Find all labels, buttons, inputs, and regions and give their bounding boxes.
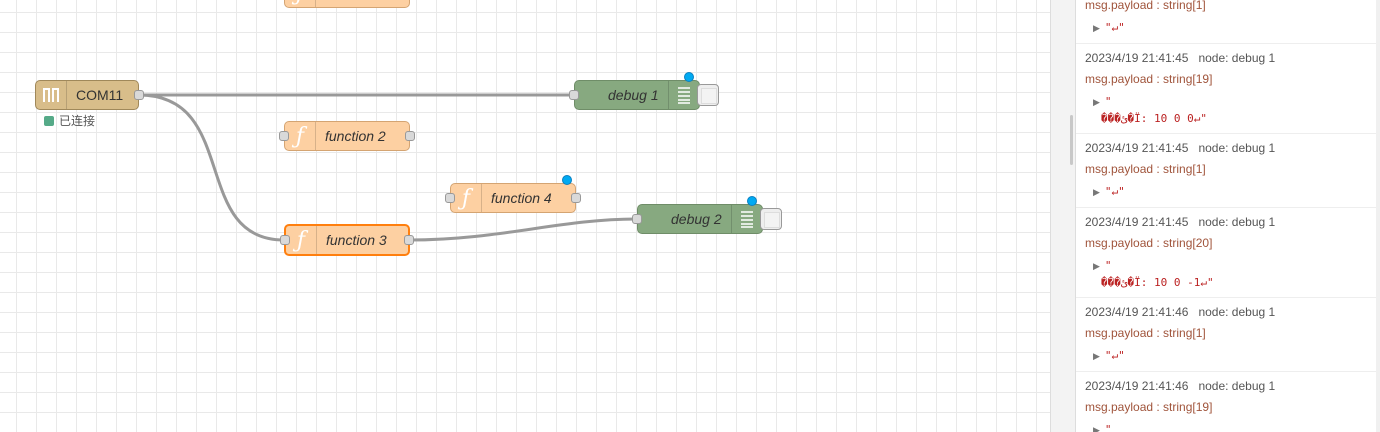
debug-message: 2023/4/19 21:41:45 node: debug 1 msg.payl…: [1076, 134, 1380, 208]
message-timestamp: 2023/4/19 21:41:46: [1085, 379, 1189, 393]
input-port[interactable]: [279, 131, 289, 141]
flow-workspace[interactable]: ƒ COM11 已连接 ƒ function 2 ƒ function 4 ƒ …: [0, 0, 1050, 432]
debug-list-icon: [668, 81, 699, 109]
debug-message: 2023/4/19 21:41:46 node: debug 1 msg.payl…: [1076, 372, 1380, 432]
debug-message-list: msg.payload : string[1] ▶"↵" 2023/4/19 2…: [1076, 0, 1380, 432]
expand-arrow-icon[interactable]: ▶: [1093, 24, 1100, 34]
message-meta: 2023/4/19 21:41:46 node: debug 1: [1085, 378, 1372, 394]
debug-1-toggle-button[interactable]: [697, 84, 719, 106]
debug-message: msg.payload : string[1] ▶"↵": [1076, 0, 1380, 44]
sidebar-scrollbar[interactable]: [1376, 0, 1380, 432]
serial-port-icon: [36, 81, 67, 109]
message-timestamp: 2023/4/19 21:41:45: [1085, 215, 1189, 229]
changed-indicator-icon: [684, 72, 694, 82]
status-text: 已连接: [59, 114, 96, 128]
expand-arrow-icon[interactable]: ▶: [1093, 98, 1100, 108]
changed-indicator-icon: [562, 175, 572, 185]
function-icon: ƒ: [286, 226, 317, 254]
input-port[interactable]: [569, 90, 579, 100]
message-node-link[interactable]: node: debug 1: [1198, 215, 1276, 229]
debug-2-toggle-button[interactable]: [760, 208, 782, 230]
function-icon: ƒ: [285, 0, 316, 7]
message-value[interactable]: ▶"���ئ�Ï: 10 0 0↵": [1093, 95, 1207, 125]
message-node-link[interactable]: node: debug 1: [1198, 305, 1276, 319]
debug-node-2[interactable]: debug 2: [632, 196, 763, 234]
debug-sidebar: msg.payload : string[1] ▶"↵" 2023/4/19 2…: [1076, 0, 1380, 432]
message-value[interactable]: ▶"↵": [1093, 185, 1125, 198]
message-path: msg.payload : string[1]: [1085, 326, 1206, 340]
serial-node-label: COM11: [76, 87, 124, 103]
message-path: msg.payload : string[1]: [1085, 0, 1206, 12]
output-port[interactable]: [571, 193, 581, 203]
message-value[interactable]: ▶"↵": [1093, 349, 1125, 362]
debug-node-label: debug 2: [671, 211, 722, 227]
function-node-partial[interactable]: ƒ: [284, 0, 410, 8]
function-node-4[interactable]: ƒ function 4: [445, 175, 581, 213]
message-timestamp: 2023/4/19 21:41:46: [1085, 305, 1189, 319]
function-node-3[interactable]: ƒ function 3: [280, 224, 414, 256]
message-node-link[interactable]: node: debug 1: [1198, 379, 1276, 393]
input-port[interactable]: [632, 214, 642, 224]
serial-node-com11[interactable]: COM11: [35, 80, 144, 110]
expand-arrow-icon[interactable]: ▶: [1093, 262, 1100, 272]
message-node-link[interactable]: node: debug 1: [1198, 141, 1276, 155]
debug-message: 2023/4/19 21:41:45 node: debug 1 msg.payl…: [1076, 44, 1380, 134]
message-path: msg.payload : string[1]: [1085, 162, 1206, 176]
message-path: msg.payload : string[19]: [1085, 72, 1213, 86]
debug-node-label: debug 1: [608, 87, 659, 103]
expand-arrow-icon[interactable]: ▶: [1093, 426, 1100, 432]
output-port[interactable]: [405, 131, 415, 141]
debug-message: 2023/4/19 21:41:46 node: debug 1 msg.payl…: [1076, 298, 1380, 372]
input-port[interactable]: [445, 193, 455, 203]
function-icon: ƒ: [285, 122, 316, 150]
wire-function3-debug2[interactable]: [408, 217, 638, 242]
changed-indicator-icon: [747, 196, 757, 206]
function-icon: ƒ: [451, 184, 482, 212]
message-path: msg.payload : string[20]: [1085, 236, 1213, 250]
serial-node-status: 已连接: [44, 112, 95, 129]
expand-arrow-icon[interactable]: ▶: [1093, 352, 1100, 362]
message-value[interactable]: ▶"���ئ�Ï: 10 0 -1↵": [1093, 259, 1214, 289]
output-port[interactable]: [134, 90, 144, 100]
message-meta: 2023/4/19 21:41:45 node: debug 1: [1085, 140, 1372, 156]
message-value[interactable]: ▶"↵": [1093, 21, 1125, 34]
message-timestamp: 2023/4/19 21:41:45: [1085, 141, 1189, 155]
function-node-label: function 4: [491, 190, 552, 206]
message-meta: 2023/4/19 21:41:45 node: debug 1: [1085, 214, 1372, 230]
sidebar-splitter[interactable]: [1050, 0, 1076, 432]
message-path: msg.payload : string[19]: [1085, 400, 1213, 414]
debug-list-icon: [731, 205, 762, 233]
message-timestamp: 2023/4/19 21:41:45: [1085, 51, 1189, 65]
wire-com11-function3[interactable]: [138, 93, 285, 242]
message-meta: 2023/4/19 21:41:45 node: debug 1: [1085, 50, 1372, 66]
status-connected-icon: [44, 115, 54, 126]
input-port[interactable]: [280, 235, 290, 245]
splitter-handle[interactable]: [1070, 115, 1073, 165]
wires-layer: [138, 93, 638, 242]
message-node-link[interactable]: node: debug 1: [1198, 51, 1276, 65]
function-node-label: function 2: [325, 128, 386, 144]
message-meta: 2023/4/19 21:41:46 node: debug 1: [1085, 304, 1372, 320]
debug-node-1[interactable]: debug 1: [569, 72, 700, 110]
expand-arrow-icon[interactable]: ▶: [1093, 188, 1100, 198]
message-value[interactable]: ▶": [1085, 422, 1372, 432]
output-port[interactable]: [404, 235, 414, 245]
function-node-label: function 3: [326, 232, 387, 248]
function-node-2[interactable]: ƒ function 2: [279, 121, 415, 151]
debug-message: 2023/4/19 21:41:45 node: debug 1 msg.payl…: [1076, 208, 1380, 298]
